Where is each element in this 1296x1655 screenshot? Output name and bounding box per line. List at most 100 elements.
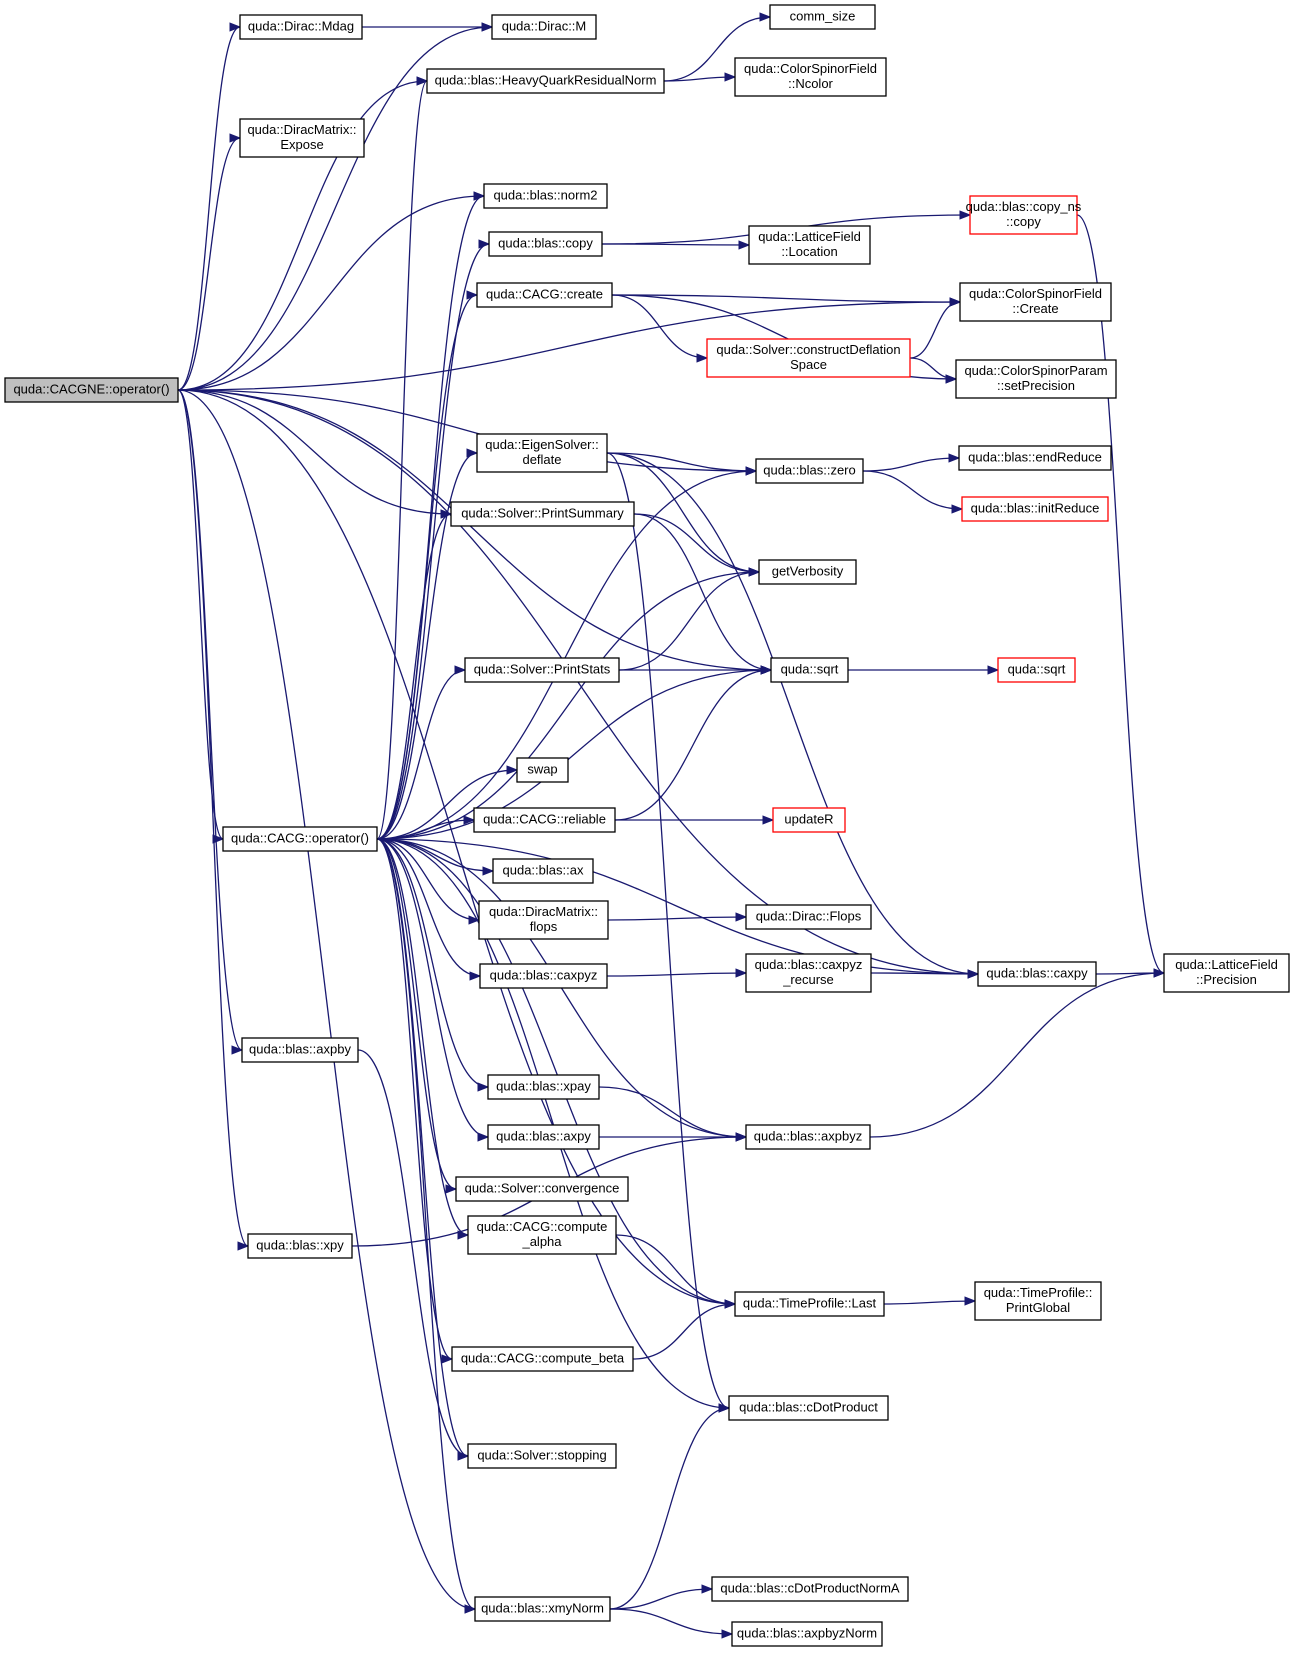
node-computealpha[interactable]: quda::CACG::compute_alpha: [467, 1215, 617, 1255]
node-ax[interactable]: quda::blas::ax: [492, 858, 594, 884]
node-axpy-label-0: quda::blas::axpy: [496, 1128, 591, 1143]
node-sqrt2[interactable]: quda::sqrt: [997, 657, 1076, 683]
node-printstats-box: [464, 657, 620, 683]
node-cacgop[interactable]: quda::CACG::operator(): [222, 826, 378, 852]
edge-root-to-mdag: [177, 22, 242, 391]
node-setprec-label-0: quda::ColorSpinorParam: [964, 363, 1107, 378]
node-diracflops[interactable]: quda::Dirac::Flops: [745, 904, 872, 930]
node-norm2-box: [483, 183, 608, 209]
node-axpy[interactable]: quda::blas::axpy: [487, 1124, 600, 1150]
node-caxpy-label-0: quda::blas::caxpy: [986, 965, 1088, 980]
node-swap-label-0: swap: [527, 761, 557, 776]
node-flops-label-1: flops: [530, 919, 558, 934]
node-axpbyz[interactable]: quda::blas::axpbyz: [745, 1124, 871, 1150]
node-axpbyznorm[interactable]: quda::blas::axpbyzNorm: [731, 1621, 883, 1647]
node-stopping[interactable]: quda::Solver::stopping: [467, 1443, 617, 1469]
node-stopping-label-0: quda::Solver::stopping: [477, 1447, 606, 1462]
node-ncolor-label-0: quda::ColorSpinorField: [744, 61, 877, 76]
node-caxpyz[interactable]: quda::blas::caxpyz: [479, 963, 608, 989]
nodes: quda::CACGNE::operator() quda::Dirac::Mda…: [4, 4, 1290, 1647]
node-initreduce[interactable]: quda::blas::initReduce: [961, 496, 1109, 522]
node-precision-label-0: quda::LatticeField: [1175, 957, 1278, 972]
edge-cacgop-to-last: [376, 838, 737, 1309]
node-diracm-box: [491, 14, 597, 40]
node-caxpy[interactable]: quda::blas::caxpy: [977, 961, 1097, 987]
node-cdot[interactable]: quda::blas::cDotProduct: [728, 1395, 889, 1421]
node-cds-box: [706, 338, 911, 378]
edge-root-to-xpy: [177, 389, 250, 1251]
edge-cacgop-to-cdot: [376, 838, 731, 1413]
node-caxpyzrec-label-1: _recurse: [782, 972, 834, 987]
node-cdotnorma-label-0: quda::blas::cDotProductNormA: [720, 1580, 900, 1595]
node-xpy[interactable]: quda::blas::xpy: [247, 1233, 353, 1259]
node-precision[interactable]: quda::LatticeField::Precision: [1163, 953, 1290, 993]
edge-cds-to-csfcreate: [909, 297, 962, 359]
node-setprec[interactable]: quda::ColorSpinorParam::setPrecision: [955, 359, 1117, 399]
node-printglobal-box: [974, 1281, 1102, 1321]
node-location-label-1: ::Location: [781, 244, 837, 259]
node-copyns[interactable]: quda::blas::copy_ns::copy: [966, 195, 1082, 235]
node-cacgcreate-label-0: quda::CACG::create: [486, 286, 603, 301]
node-location[interactable]: quda::LatticeField::Location: [748, 225, 871, 265]
node-xmynorm[interactable]: quda::blas::xmyNorm: [474, 1596, 611, 1622]
node-expose-label-0: quda::DiracMatrix::: [247, 122, 356, 137]
node-axpby[interactable]: quda::blas::axpby: [241, 1037, 359, 1063]
node-caxpyz-label-0: quda::blas::caxpyz: [490, 967, 598, 982]
node-caxpyzrec[interactable]: quda::blas::caxpyz_recurse: [745, 953, 872, 993]
node-updater[interactable]: updateR: [772, 807, 846, 833]
node-ax-box: [492, 858, 594, 884]
node-norm2[interactable]: quda::blas::norm2: [483, 183, 608, 209]
node-mdag[interactable]: quda::Dirac::Mdag: [239, 14, 363, 40]
node-zero-label-0: quda::blas::zero: [763, 462, 856, 477]
node-csfcreate[interactable]: quda::ColorSpinorField::Create: [959, 282, 1112, 322]
edge-root-to-last: [177, 389, 737, 1309]
node-commsize[interactable]: comm_size: [769, 4, 876, 30]
node-verbosity-box: [758, 559, 857, 585]
node-axpbyz-box: [745, 1124, 871, 1150]
edge-xmynorm-to-cdot: [609, 1403, 731, 1610]
node-ncolor[interactable]: quda::ColorSpinorField::Ncolor: [734, 57, 887, 97]
node-sqrt-box: [770, 657, 849, 683]
node-cds-label-1: Space: [790, 357, 827, 372]
node-verbosity[interactable]: getVerbosity: [758, 559, 857, 585]
node-last[interactable]: quda::TimeProfile::Last: [734, 1291, 885, 1317]
edge-cacgop-to-zero: [376, 466, 758, 840]
node-printstats[interactable]: quda::Solver::PrintStats: [464, 657, 620, 683]
node-axpby-label-0: quda::blas::axpby: [249, 1041, 351, 1056]
node-xpay[interactable]: quda::blas::xpay: [487, 1074, 600, 1100]
node-initreduce-label-0: quda::blas::initReduce: [971, 500, 1100, 515]
node-hqrn[interactable]: quda::blas::HeavyQuarkResidualNorm: [426, 68, 665, 94]
node-sqrt[interactable]: quda::sqrt: [770, 657, 849, 683]
node-convergence[interactable]: quda::Solver::convergence: [455, 1176, 629, 1202]
node-root-label-0: quda::CACGNE::operator(): [13, 381, 169, 396]
node-expose[interactable]: quda::DiracMatrix::Expose: [239, 118, 365, 158]
node-printglobal[interactable]: quda::TimeProfile::PrintGlobal: [974, 1281, 1102, 1321]
node-mdag-label-0: quda::Dirac::Mdag: [248, 18, 354, 33]
edge-axpby-to-stopping: [357, 1049, 470, 1461]
node-commsize-box: [769, 4, 876, 30]
node-copy[interactable]: quda::blas::copy: [488, 231, 603, 257]
edge-root-to-csfcreate: [177, 297, 962, 391]
node-flops[interactable]: quda::DiracMatrix::flops: [478, 900, 609, 940]
edge-cacgop-to-computealpha: [376, 838, 470, 1240]
node-updater-box: [772, 807, 846, 833]
node-cacgcreate[interactable]: quda::CACG::create: [476, 282, 613, 308]
node-precision-label-1: ::Precision: [1196, 972, 1257, 987]
node-printsummary[interactable]: quda::Solver::PrintSummary: [450, 501, 635, 527]
node-zero[interactable]: quda::blas::zero: [755, 458, 864, 484]
node-sqrt2-label-0: quda::sqrt: [1008, 661, 1066, 676]
node-hqrn-box: [426, 68, 665, 94]
node-swap[interactable]: swap: [516, 757, 569, 783]
node-cdotnorma[interactable]: quda::blas::cDotProductNormA: [711, 1576, 909, 1602]
edge-printsummary-to-verbosity: [633, 513, 761, 577]
node-reliable[interactable]: quda::CACG::reliable: [473, 807, 616, 833]
node-endreduce[interactable]: quda::blas::endReduce: [958, 445, 1112, 471]
edge-cacgop-to-caxpyz: [376, 838, 482, 981]
node-xmynorm-label-0: quda::blas::xmyNorm: [481, 1600, 604, 1615]
node-root[interactable]: quda::CACGNE::operator(): [4, 377, 179, 403]
node-computebeta[interactable]: quda::CACG::compute_beta: [451, 1346, 634, 1372]
node-diracm[interactable]: quda::Dirac::M: [491, 14, 597, 40]
node-deflate[interactable]: quda::EigenSolver::deflate: [476, 433, 608, 473]
